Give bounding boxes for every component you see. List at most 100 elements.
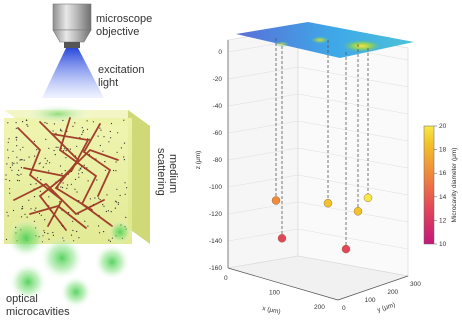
scatterer-speck [114, 207, 116, 209]
scatterer-speck [123, 119, 125, 121]
scatterer-speck [96, 179, 98, 181]
scatterer-speck [52, 231, 54, 234]
microcavity-point [271, 196, 281, 205]
scatterer-speck [21, 205, 23, 208]
scatterer-speck [126, 187, 128, 189]
gridline [227, 93, 299, 107]
colorbar-tick-label: 10 [439, 241, 447, 248]
y-tick-label: 300 [410, 281, 421, 288]
scatterer-speck [53, 123, 56, 125]
scatterer-speck [103, 205, 105, 207]
scatterer-speck [45, 163, 47, 165]
scatterer-speck [34, 209, 36, 211]
x-tick-label: 100 [269, 289, 280, 296]
microcavity-point [341, 244, 351, 254]
scatterer-speck [120, 147, 122, 149]
x-axis-label: x (μm) [262, 305, 282, 316]
scatterer-speck [16, 145, 18, 147]
x-axis-line [227, 267, 339, 301]
scatterer-speck [61, 173, 63, 175]
scatterer-speck [92, 121, 94, 123]
scatterer-speck [49, 162, 51, 164]
scatterer-speck [60, 129, 62, 132]
scatterer-speck [84, 220, 86, 222]
scatterer-speck [6, 211, 8, 213]
scatterer-speck [33, 140, 36, 142]
scatterer-speck [8, 138, 10, 140]
microcavity-points [271, 193, 373, 254]
scatterer-speck [86, 128, 89, 130]
scatterer-speck [38, 163, 40, 165]
scatterer-speck [7, 215, 9, 217]
scatterer-speck [87, 180, 89, 182]
scatterer-speck [7, 141, 9, 143]
scatterer-speck [48, 147, 50, 149]
scatterer-speck [7, 149, 9, 151]
scatterer-speck [109, 130, 111, 133]
scatterer-speck [98, 232, 101, 234]
y-tick-label: 200 [387, 289, 398, 296]
scatterer-speck [116, 151, 118, 153]
scatterer-speck [114, 200, 117, 202]
scatterer-speck [20, 159, 22, 161]
scatterer-speck [16, 156, 18, 158]
scatterer-speck [67, 184, 69, 186]
scatterer-speck [68, 211, 70, 214]
scatterer-speck [102, 204, 104, 206]
scatterer-speck [19, 159, 21, 161]
scatterer-speck [63, 148, 65, 150]
scatterer-speck [59, 165, 62, 167]
scatterer-speck [110, 122, 113, 125]
y-tick-label: 100 [365, 297, 376, 304]
scatterer-speck [108, 239, 110, 241]
colorbar-tick-label: 12 [439, 217, 447, 224]
scatterer-speck [39, 162, 41, 164]
scatterer-speck [81, 172, 83, 174]
scatterer-speck [81, 133, 83, 136]
scatterer-speck [26, 216, 28, 218]
z-tick-label: -160 [209, 265, 222, 272]
scatterer-speck [110, 211, 112, 213]
scatterer-speck [44, 157, 46, 159]
gridline [297, 93, 409, 115]
scatterer-speck [63, 150, 65, 152]
scatterer-speck [99, 199, 101, 201]
scatterer-speck [35, 183, 37, 185]
scatterer-speck [34, 155, 36, 157]
scatterer-speck [48, 238, 50, 240]
colorbar-tick-label: 20 [439, 123, 447, 130]
scatterer-speck [47, 232, 49, 235]
scatterer-speck [6, 163, 8, 165]
scatterer-speck [74, 188, 76, 190]
colorbar-tick-label: 14 [439, 194, 447, 201]
z-tick-label: -60 [213, 130, 223, 137]
scatterer-speck [113, 169, 115, 172]
scatterer-speck [115, 201, 117, 203]
scatterer-speck [22, 121, 24, 123]
scatterer-speck [100, 129, 102, 131]
scatterer-speck [20, 216, 23, 218]
microcavity-point [363, 193, 373, 203]
scatterer-speck [23, 159, 25, 161]
scatterer-speck [18, 180, 20, 182]
scatterer-speck [35, 207, 37, 209]
gridline [297, 228, 409, 250]
z-tick-label: -140 [209, 238, 222, 245]
gridline [297, 147, 409, 169]
plot-gridlines [227, 39, 409, 277]
scatterer-speck [89, 198, 91, 200]
scatterer-speck [30, 183, 32, 185]
scatterer-speck [28, 156, 30, 158]
colorbar-tick-label: 16 [439, 170, 447, 177]
scatterer-speck [60, 128, 62, 130]
scatterer-speck [11, 162, 13, 164]
scatterer-speck [16, 179, 19, 181]
scatterer-speck [64, 170, 66, 172]
scatterer-speck [26, 124, 28, 126]
gridline [297, 174, 409, 196]
scatterer-speck [53, 149, 55, 152]
scatterer-speck [123, 159, 125, 161]
scatterer-speck [40, 214, 42, 216]
scatterer-speck [22, 146, 24, 148]
